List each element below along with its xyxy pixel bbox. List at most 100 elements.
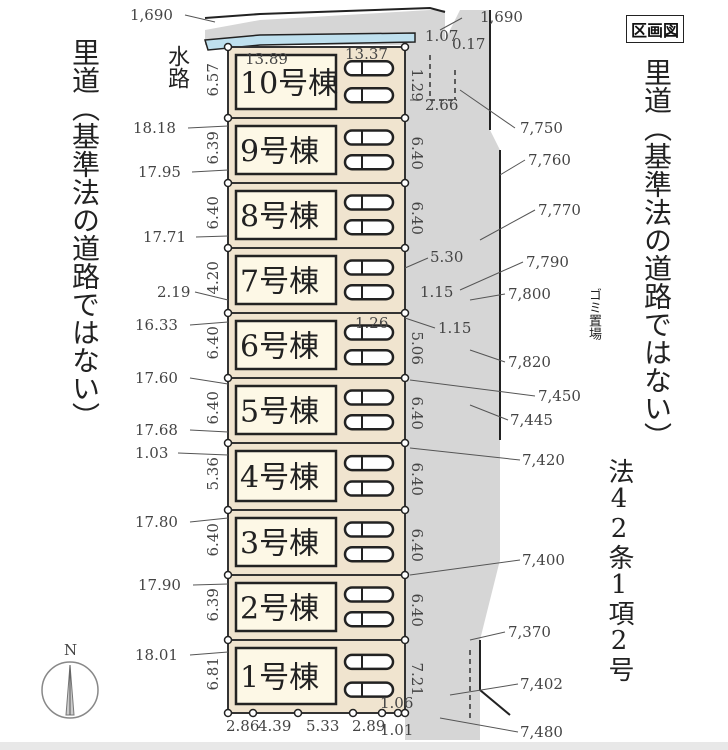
right-dimension-label: 7,770 [538,201,581,219]
right-dimension-label: 7,402 [520,675,563,693]
bottom-bar [0,742,728,750]
lot-7[interactable]: 7号棟 4.20 [204,243,410,314]
survey-point [223,178,233,188]
leader-line [189,429,229,433]
left-depth: 6.40 [204,391,222,424]
right-dimension-label: 7,790 [526,253,569,271]
survey-point [400,438,410,448]
leader-line [479,209,536,241]
survey-point [400,635,410,645]
left-depth: 5.36 [204,457,222,490]
right-dimension-label: 7,760 [528,151,571,169]
bottom-dimension-label: 4.39 [258,717,291,735]
right-dimension-label: 7,400 [522,551,565,569]
parking-car-icon [343,389,395,406]
left-road-label: 里道（基準法の道路ではない） [68,38,101,430]
building-footprint [234,516,338,568]
leader-line [191,169,229,173]
leader-line [189,517,229,523]
leader-line [404,317,436,329]
parking-car-icon [343,454,395,472]
right-dimension-label: 1.15 [420,283,453,301]
building-footprint [234,449,338,503]
parking-car-icon [343,610,395,628]
survey-point [400,308,410,318]
left-depth: 4.20 [204,261,222,294]
parking-car-icon [343,194,395,211]
building-footprint [234,254,338,306]
leader-line [469,631,506,641]
parking-car-icon [343,545,395,563]
inner-dimension-label: 1.26 [355,314,388,332]
building-footprint [234,124,338,176]
dashed-line [429,55,471,720]
parking-car-icon [343,60,395,77]
inner-dimension-label: 1.06 [380,694,413,712]
parking-car-icon [343,521,395,538]
parking-car-icon [343,348,395,366]
leader-line [459,261,524,291]
lot-label: 10号棟 [240,67,338,102]
leader-line [194,291,229,301]
legal-road-label: 法42条1項2号 [604,458,634,682]
left-dimension-label: 17.95 [138,163,181,181]
bottom-dimension-label: 2.89 [352,717,385,735]
lot-label: 5号棟 [240,395,319,430]
leader-line [469,404,509,421]
leader-line [459,89,516,129]
leader-line [192,583,229,586]
parking-car-icon [343,413,395,431]
leader-line [189,321,229,326]
survey-point [223,708,233,718]
building-footprint [234,189,338,241]
parking-car-icon [343,283,395,301]
right-dimension-label: 0.17 [452,35,485,53]
north-label: N [64,641,77,659]
lot-label: 2号棟 [240,592,319,627]
parking-car-icon [343,681,395,698]
right-depth: 1.29 [408,69,426,102]
lot-label: 1号棟 [240,661,319,696]
right-dimension-label: 1.15 [438,319,471,337]
road-area [204,6,511,740]
waterway-channel [204,32,416,51]
leader-line [184,14,216,23]
inner-dimension-label: 13.37 [345,45,388,63]
left-dimension-label: 17.90 [138,576,181,594]
right-depth: 6.40 [408,463,426,496]
parking-car-icon [343,653,395,671]
left-depth: 6.40 [204,196,222,229]
survey-point [223,635,233,645]
north-arrow [41,661,99,719]
right-depth: 6.40 [408,529,426,562]
left-dimension-label: 17.60 [135,369,178,387]
garbage-area-label: ゴミ置場 [586,288,601,340]
leader-line [469,349,506,363]
leader-line [409,447,521,461]
left-dimension-label: 18.01 [135,646,178,664]
survey-point [393,708,403,718]
leader-line [189,377,229,385]
lot-label: 9号棟 [240,135,319,170]
right-dimension-label: 7,420 [522,451,565,469]
lot-label: 7号棟 [240,265,319,300]
left-depth: 6.39 [204,131,222,164]
building-footprint [234,384,338,436]
right-depth: 6.40 [408,594,426,627]
parking-car-icon [343,218,395,236]
right-dimension-label: 7,450 [538,387,581,405]
title-badge: 区画図 [626,15,685,43]
leader-line [409,379,536,397]
right-dimension-label: 7,750 [520,119,563,137]
leader-line [469,293,506,301]
